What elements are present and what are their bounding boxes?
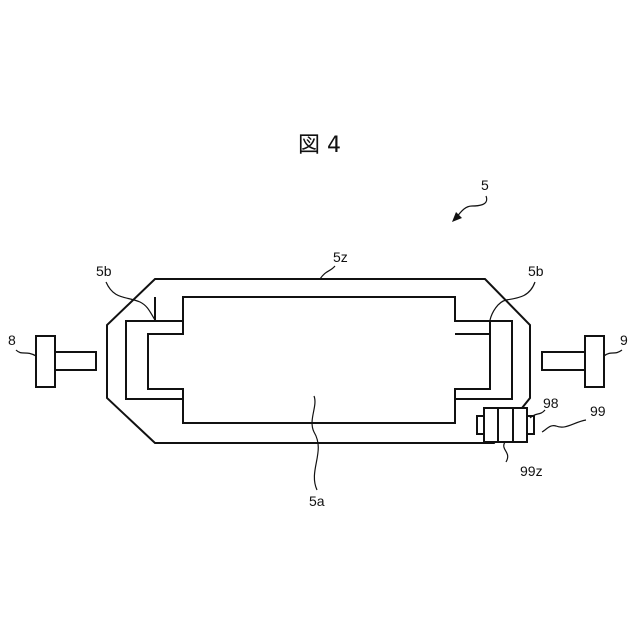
inner-frame-loop — [148, 297, 490, 423]
leader-5b-right — [490, 282, 535, 320]
component-9-flange — [585, 336, 604, 387]
leader-98 — [530, 410, 545, 418]
leader-5z — [320, 266, 335, 279]
label-99: 99 — [590, 403, 606, 419]
core-section-5a — [126, 297, 183, 399]
label-8: 8 — [8, 332, 16, 348]
label-99z: 99z — [520, 463, 543, 479]
right-side-wall — [455, 321, 512, 399]
leader-8 — [16, 350, 36, 356]
component-98-tab-left — [477, 416, 484, 434]
figure-title: 図 4 — [298, 133, 341, 158]
component-8-flange — [36, 336, 55, 387]
label-5: 5 — [481, 177, 489, 193]
component-99z-housing — [484, 408, 527, 442]
leader-99z — [504, 442, 508, 462]
label-5b-left: 5b — [96, 263, 112, 279]
label-5z: 5z — [333, 249, 348, 265]
component-8-shaft — [55, 352, 96, 370]
component-98-tab-right — [527, 416, 534, 434]
label-5a: 5a — [309, 493, 325, 509]
arrowhead-5 — [452, 212, 462, 222]
label-9: 9 — [620, 332, 628, 348]
label-5b-right: 5b — [528, 263, 544, 279]
component-9-shaft — [542, 352, 585, 370]
leader-99 — [542, 420, 586, 432]
outer-housing-5z — [107, 279, 530, 443]
leader-9 — [604, 350, 622, 356]
leader-5 — [456, 196, 487, 218]
label-98: 98 — [543, 395, 559, 411]
leader-5b-left — [106, 282, 155, 320]
